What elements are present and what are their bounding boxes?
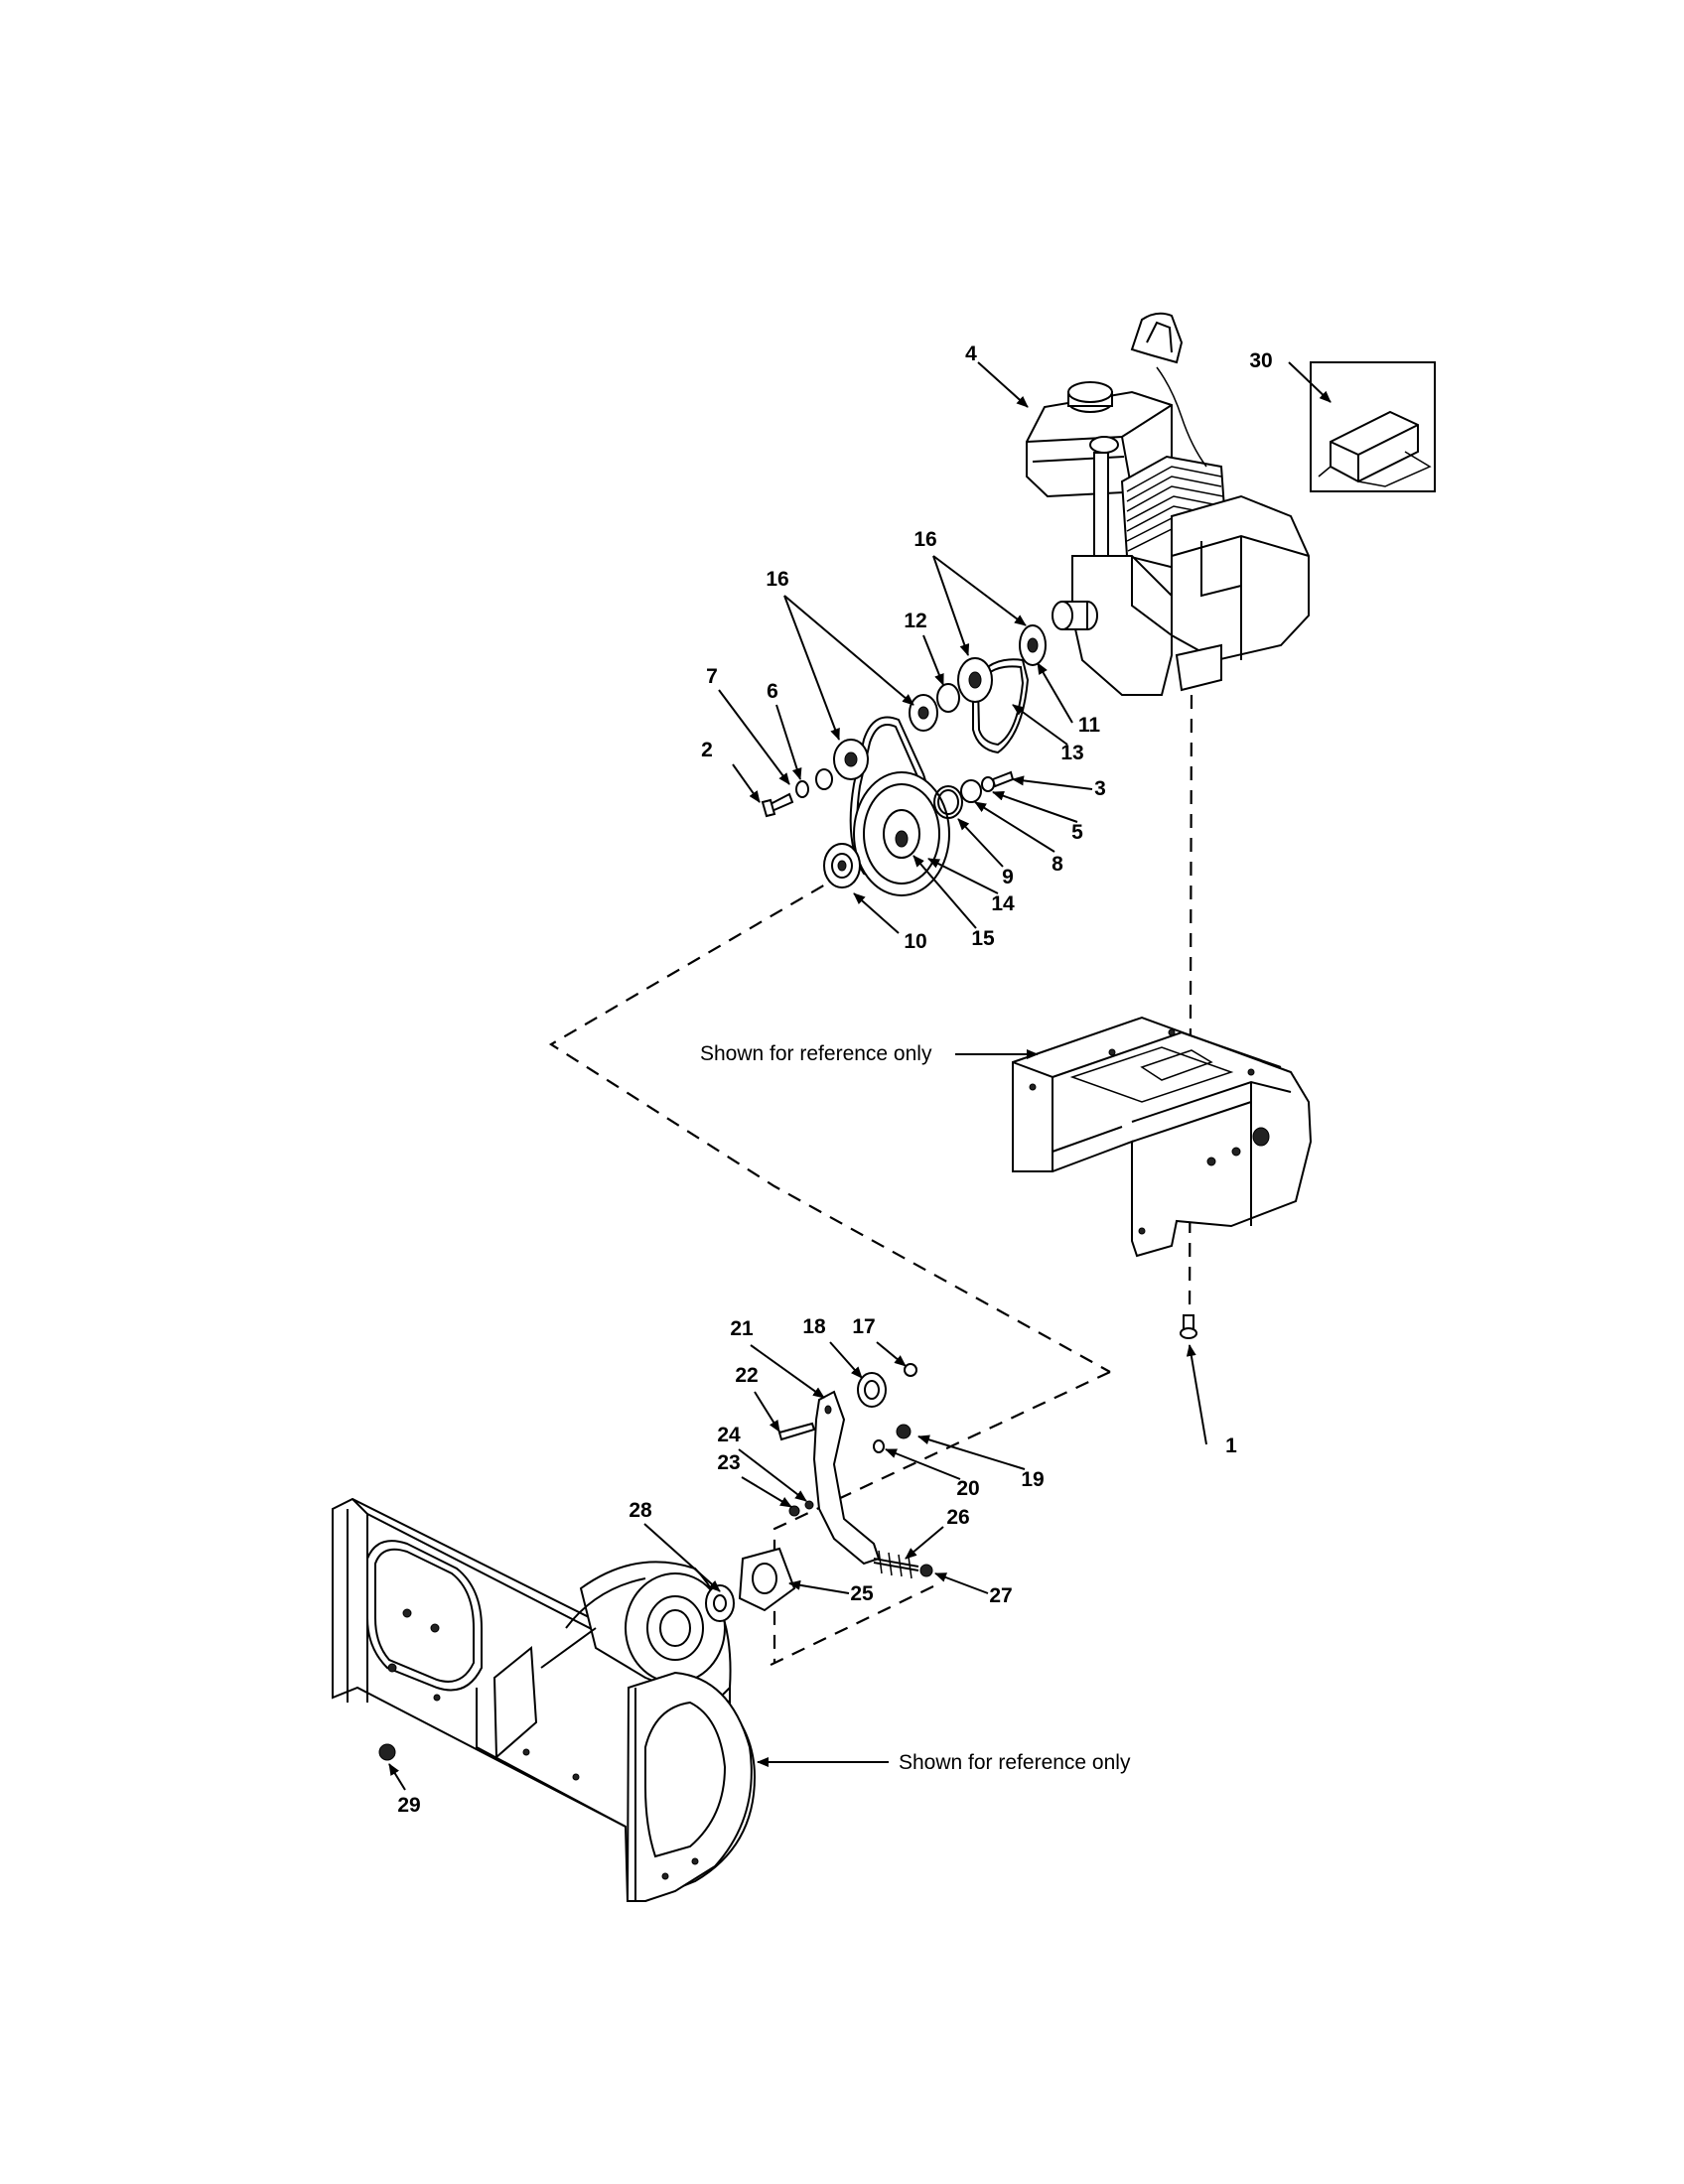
label-part-4: 4 (965, 342, 977, 365)
reference-notes: Shown for reference only Shown for refer… (700, 1042, 1131, 1774)
label-part-8: 8 (1052, 853, 1063, 876)
label-part-13: 13 (1060, 742, 1083, 764)
frame-reference-drawing (1012, 1016, 1313, 1258)
label-part-22: 22 (735, 1364, 758, 1387)
label-part-17: 17 (852, 1315, 875, 1338)
label-part-30: 30 (1249, 349, 1272, 372)
item-30-inset (1310, 361, 1436, 492)
label-part-20: 20 (956, 1477, 979, 1500)
label-part-16-right: 16 (913, 528, 936, 551)
label-part-27: 27 (989, 1584, 1012, 1607)
label-part-25: 25 (850, 1582, 874, 1605)
label-part-11: 11 (1078, 714, 1101, 737)
label-part-3: 3 (1094, 777, 1106, 800)
label-part-19: 19 (1021, 1468, 1044, 1491)
label-part-16-left: 16 (766, 568, 788, 591)
assembly-dashed-lines (548, 694, 1193, 1669)
label-part-2: 2 (701, 739, 713, 761)
label-part-9: 9 (1002, 866, 1014, 888)
label-part-15: 15 (971, 927, 995, 950)
label-part-23: 23 (717, 1451, 740, 1474)
label-part-5: 5 (1071, 821, 1083, 844)
housing-reference-note: Shown for reference only (899, 1751, 1131, 1774)
label-part-26: 26 (946, 1506, 969, 1529)
engine-drawing (1026, 312, 1310, 696)
label-part-29: 29 (397, 1794, 420, 1817)
label-part-10: 10 (904, 930, 926, 953)
label-part-14: 14 (991, 892, 1015, 915)
label-part-18: 18 (802, 1315, 826, 1338)
label-part-24: 24 (717, 1424, 741, 1446)
bolt-1-drawing (1180, 1314, 1197, 1339)
label-part-1: 1 (1225, 1434, 1237, 1457)
part-number-labels: 1 2 3 4 5 6 7 8 9 10 11 12 13 14 15 16 1… (397, 342, 1272, 1817)
frame-reference-note: Shown for reference only (700, 1042, 932, 1065)
leader-lines (388, 361, 1332, 1791)
pulley-assembly (761, 624, 1047, 896)
label-part-7: 7 (706, 665, 718, 688)
label-part-6: 6 (767, 680, 778, 703)
label-part-21: 21 (730, 1317, 754, 1340)
auger-housing-reference-drawing (332, 1497, 796, 1902)
label-part-12: 12 (904, 610, 926, 632)
label-part-28: 28 (629, 1499, 652, 1522)
idler-arm-assembly (777, 1363, 933, 1579)
